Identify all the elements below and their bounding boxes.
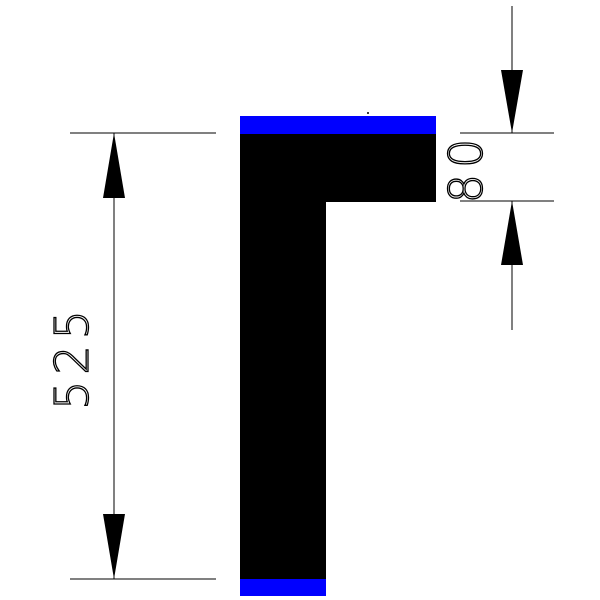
thickness-dimension-label: 80 (439, 133, 493, 204)
arrow-up-icon (103, 133, 125, 198)
height-dimension-label: 525 (45, 304, 99, 410)
arrow-down-icon (501, 70, 523, 133)
height-dimension: 525 (44, 132, 216, 580)
reference-dot (367, 112, 369, 114)
top-flange-edge (240, 116, 436, 134)
arrow-up-icon (501, 201, 523, 265)
bottom-web-edge (240, 579, 326, 596)
thickness-dimension: 80 (438, 6, 554, 330)
l-section-body (240, 133, 436, 579)
arrow-down-icon (103, 514, 125, 579)
